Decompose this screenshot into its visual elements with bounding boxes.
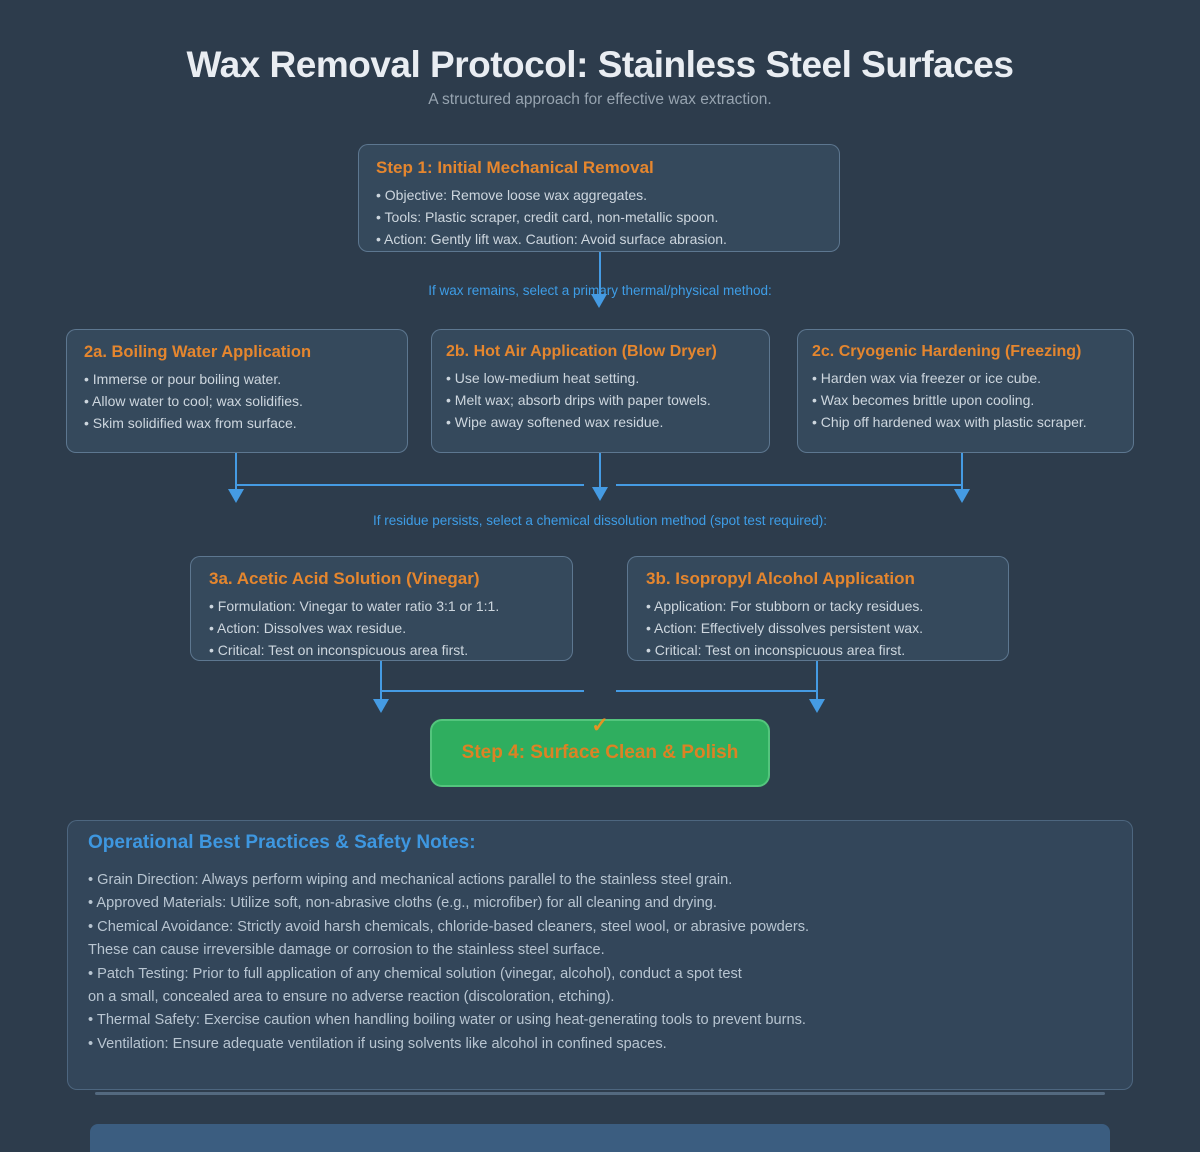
connector3a-line [380, 661, 382, 699]
notes-panel [67, 820, 1133, 1090]
node-step2c-bullet: • Harden wax via freezer or ice cube. [812, 370, 1042, 386]
node-step2c-bullet: • Wax becomes brittle upon cooling. [812, 391, 1035, 408]
node-step2b-title: 2b. Hot Air Application (Blow Dryer) [446, 343, 717, 360]
node-step4 [430, 719, 770, 787]
notes-line: on a small, concealed area to ensure no … [88, 989, 615, 1006]
connector2a-line [235, 453, 237, 490]
node-step3b-bullet: • Critical: Test on inconspicuous area f… [646, 641, 906, 658]
node-step2a: 2a. Boiling Water Application • Immerse … [66, 329, 408, 453]
connector3-crossbar-right [616, 690, 818, 692]
page-title: Wax Removal Protocol: Stainless Steel Su… [186, 44, 1014, 85]
node-step3b-bullet: • Action: Effectively dissolves persiste… [646, 619, 923, 636]
page-subtitle: A structured approach for effective wax … [428, 91, 772, 108]
node-step2c-bullet: • Chip off hardened wax with plastic scr… [812, 413, 1087, 430]
notes-line: • Patch Testing: Prior to full applicati… [88, 965, 742, 982]
connector1-line [599, 252, 601, 296]
node-step3a-bullet: • Action: Dissolves wax residue. [209, 619, 407, 636]
notes-line: • Chemical Avoidance: Strictly avoid har… [88, 918, 810, 935]
node-step2b-bullet: • Use low-medium heat setting. [446, 370, 640, 386]
notes-panel-bottom-edge [95, 1092, 1105, 1095]
node-step3a-title: 3a. Acetic Acid Solution (Vinegar) [209, 569, 480, 588]
notes-heading: Operational Best Practices & Safety Note… [88, 832, 476, 853]
notes-line: • Approved Materials: Utilize soft, non-… [88, 895, 717, 912]
connector3b-arrowhead-icon [809, 699, 825, 713]
notes-body: • Grain Direction: Always perform wiping… [88, 869, 1108, 1056]
node-step4-label: Step 4: Surface Clean & Polish [461, 742, 739, 763]
connector3-crossbar-left [381, 690, 584, 692]
connector3b-line [816, 661, 818, 699]
node-step1-bullet: • Action: Gently lift wax. Caution: Avoi… [376, 230, 727, 247]
connector2b-arrowhead-icon [592, 487, 608, 501]
node-step3a-bullet: • Critical: Test on inconspicuous area f… [209, 641, 469, 658]
node-step3a: 3a. Acetic Acid Solution (Vinegar) • For… [190, 556, 573, 661]
connector2a-arrowhead-icon [228, 489, 244, 503]
node-step2b-bullet: • Wipe away softened wax residue. [446, 413, 664, 430]
node-step1: Step 1: Initial Mechanical Removal • Obj… [358, 144, 840, 252]
flow-label-chemical: If residue persists, select a chemical d… [373, 513, 827, 528]
node-step2c: 2c. Cryogenic Hardening (Freezing) • Har… [797, 329, 1134, 453]
node-step2b: 2b. Hot Air Application (Blow Dryer) • U… [431, 329, 770, 453]
node-step2a-bullet: • Immerse or pour boiling water. [84, 371, 282, 387]
node-step3b: 3b. Isopropyl Alcohol Application • Appl… [627, 556, 1009, 661]
node-step3b-bullet: • Application: For stubborn or tacky res… [646, 598, 924, 614]
connector2b-line [599, 453, 601, 488]
node-step2a-bullet: • Skim solidified wax from surface. [84, 414, 297, 431]
node-step2b-bullet: • Melt wax; absorb drips with paper towe… [446, 391, 711, 408]
connector3a-arrowhead-icon [373, 699, 389, 713]
notes-line: • Thermal Safety: Exercise caution when … [88, 1012, 806, 1029]
node-step2a-bullet: • Allow water to cool; wax solidifies. [84, 392, 303, 409]
node-step3b-title: 3b. Isopropyl Alcohol Application [646, 569, 915, 588]
node-step1-bullet: • Tools: Plastic scraper, credit card, n… [376, 208, 719, 225]
node-step1-bullet: • Objective: Remove loose wax aggregates… [376, 187, 648, 203]
connector2c-line [961, 453, 963, 490]
notes-line: • Ventilation: Ensure adequate ventilati… [88, 1035, 667, 1052]
node-step2c-title: 2c. Cryogenic Hardening (Freezing) [812, 343, 1082, 360]
connector2-crossbar-right [616, 484, 962, 486]
node-step2a-title: 2a. Boiling Water Application [84, 343, 312, 361]
connector1-arrowhead-icon [591, 294, 607, 308]
bottom-cutoff-panel [90, 1124, 1110, 1152]
node-step3a-bullet: • Formulation: Vinegar to water ratio 3:… [209, 598, 500, 614]
notes-line: • Grain Direction: Always perform wiping… [88, 872, 733, 888]
notes-line: These can cause irreversible damage or c… [88, 942, 605, 959]
connector2-crossbar-left [236, 484, 584, 486]
node-step1-title: Step 1: Initial Mechanical Removal [376, 158, 654, 177]
connector2c-arrowhead-icon [954, 489, 970, 503]
checkmark-icon: ✓ [591, 714, 609, 737]
